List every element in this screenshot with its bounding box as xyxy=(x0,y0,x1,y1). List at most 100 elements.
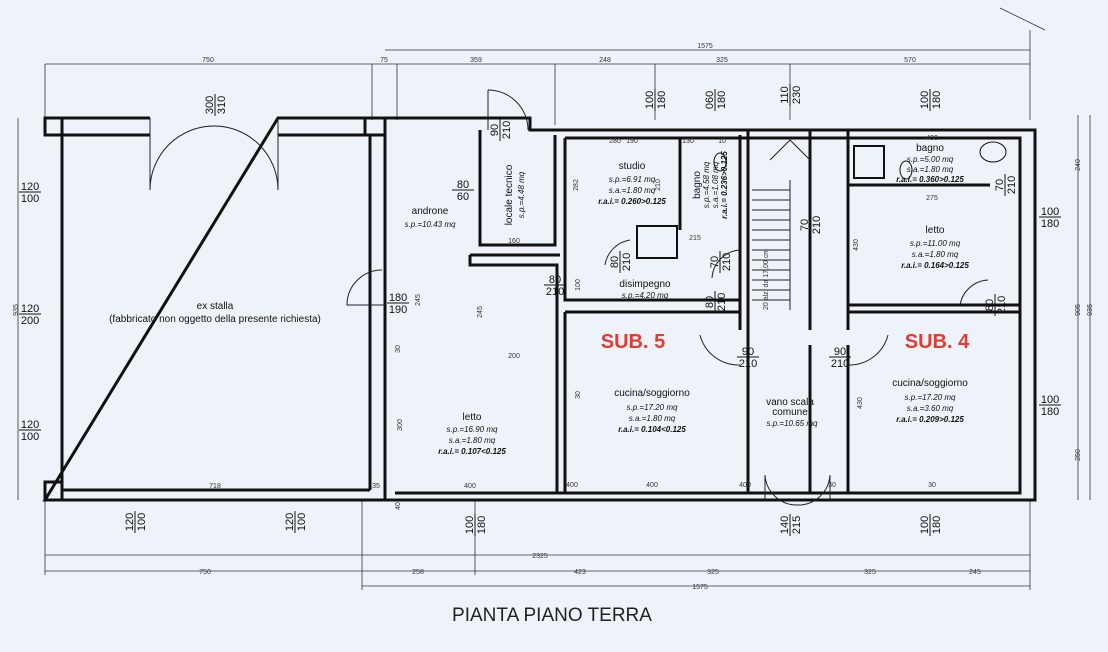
door-swing xyxy=(487,89,529,131)
dimension-value: 718 xyxy=(209,483,221,490)
room-sp: s.p.=17.20 mq xyxy=(905,393,956,402)
opening-height: 180 xyxy=(656,91,668,109)
opening-width: 110 xyxy=(779,86,791,104)
dimension-value: 430 xyxy=(853,239,860,251)
opening-height: 210 xyxy=(716,293,728,311)
opening-height: 215 xyxy=(791,516,803,534)
opening-height: 100 xyxy=(21,431,39,443)
sub-5-label: SUB. 5 xyxy=(601,331,665,353)
room-name: bagno xyxy=(692,171,703,199)
dimension-value: 359 xyxy=(470,57,482,64)
opening-height: 60 xyxy=(457,191,469,203)
dimension-value: 400 xyxy=(464,483,476,490)
opening-height: 100 xyxy=(136,513,148,531)
dimension-value: 905 xyxy=(1075,304,1082,316)
dimension-value: 750 xyxy=(202,57,214,64)
opening-width: 120 xyxy=(21,303,39,315)
dimension-value: 35 xyxy=(372,483,380,490)
room-name: androne xyxy=(412,206,449,217)
room-sp: s.p.=11.00 mq xyxy=(910,239,961,248)
dimension-value: 400 xyxy=(566,482,578,489)
room-rai: r.a.i.= 0.107<0.125 xyxy=(438,447,506,456)
room-rai: r.a.i.= 0.236>0.125 xyxy=(720,151,729,219)
room-name: studio xyxy=(619,161,646,172)
dimension-value: 750 xyxy=(199,569,211,576)
room-letto-sub5: letto s.p.=16.90 mq s.a.=1.80 mq r.a.i.=… xyxy=(438,412,506,456)
opening-width: 70 xyxy=(799,219,811,231)
room-sa: s.a.=1.80 mq xyxy=(449,436,496,445)
dimension-value: 400 xyxy=(646,482,658,489)
room-name-2: comune xyxy=(772,407,808,418)
dimension-value: 75 xyxy=(380,57,388,64)
drawing-title: PIANTA PIANO TERRA xyxy=(452,605,652,626)
dimension-value: 245 xyxy=(477,306,484,318)
room-name: letto xyxy=(926,225,945,236)
room-area: s.p.=10.43 mq xyxy=(405,220,456,229)
stair-steps-icon xyxy=(752,139,811,310)
dimension-value: 250 xyxy=(1075,449,1082,461)
dimension-value: 200 xyxy=(508,353,520,360)
dimension-value: 248 xyxy=(599,57,611,64)
room-name: vano scala xyxy=(766,397,814,408)
opening-width: 80 xyxy=(984,299,996,311)
room-sa: s.a.=1.80 mq xyxy=(609,186,656,195)
dimension-value: 400 xyxy=(739,482,751,489)
dimension-value: 325 xyxy=(864,569,876,576)
room-name: cucina/soggiorno xyxy=(614,388,690,399)
opening-height: 100 xyxy=(21,193,39,205)
room-rai: r.a.i.= 0.360>0.125 xyxy=(896,175,964,184)
opening-width: 80 xyxy=(704,296,716,308)
opening-width: 100 xyxy=(919,91,931,109)
room-ex-stalla: ex stalla (fabbricato non oggetto della … xyxy=(109,301,321,325)
opening-height: 200 xyxy=(21,315,39,327)
room-rai: r.a.i.= 0.104<0.125 xyxy=(618,425,686,434)
room-sa: s.a.=1.80 mq xyxy=(629,414,676,423)
stair-note: 20 alz. da 17,00 cm xyxy=(763,249,770,310)
room-area: s.p.=4.20 mq xyxy=(622,291,669,300)
opening-width: 120 xyxy=(21,181,39,193)
room-sa: s.a.=3.60 mq xyxy=(907,404,954,413)
room-name: ex stalla xyxy=(197,301,234,312)
dimension-value: 245 xyxy=(415,294,422,306)
dimension-lines xyxy=(17,7,1091,590)
opening-width: 100 xyxy=(1041,206,1059,218)
room-sp: s.p.=16.90 mq xyxy=(447,425,498,434)
dimension-value: 210 xyxy=(655,179,662,191)
sink-icon xyxy=(979,141,1007,163)
dimension-value: 935 xyxy=(13,304,20,316)
room-sa: s.a.=1.80 mq xyxy=(907,165,954,174)
dimension-value: 325 xyxy=(716,57,728,64)
opening-height: 310 xyxy=(216,96,228,114)
opening-height: 190 xyxy=(389,304,407,316)
opening-width: 70 xyxy=(709,256,721,268)
opening-width: 120 xyxy=(284,513,296,531)
room-name: cucina/soggiorno xyxy=(892,378,968,389)
dimension-value: 300 xyxy=(397,419,404,431)
shower-icon xyxy=(636,225,678,259)
room-name: locale tecnico xyxy=(504,164,515,225)
opening-width: 100 xyxy=(919,516,931,534)
dimension-value: 325 xyxy=(707,569,719,576)
room-area: s.p.=10.65 mq xyxy=(767,419,818,428)
dimension-value: 1575 xyxy=(692,584,708,591)
dimension-value: 1575 xyxy=(697,43,713,50)
opening-height: 180 xyxy=(931,91,943,109)
opening-height: 210 xyxy=(739,358,757,370)
